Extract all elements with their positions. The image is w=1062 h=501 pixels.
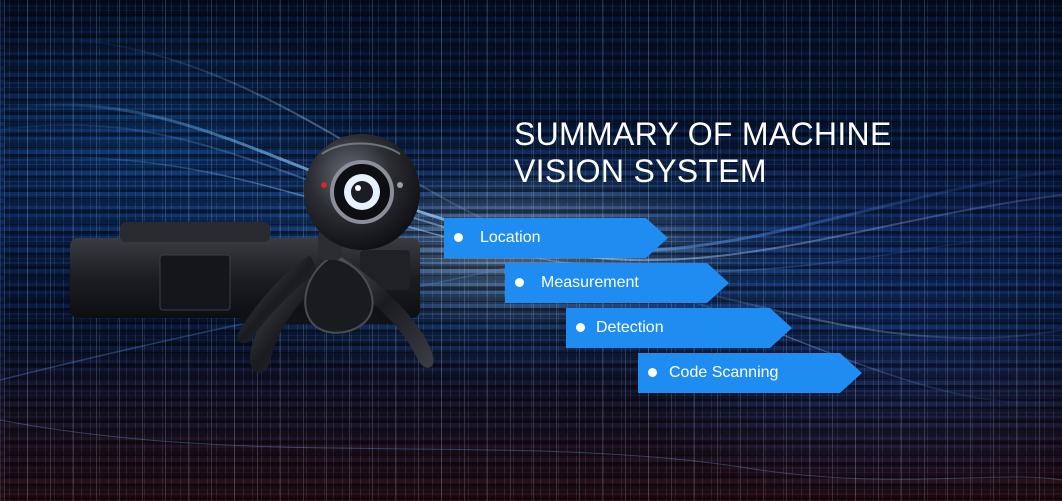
title-line-1: SUMMARY OF MACHINE <box>514 116 892 152</box>
feature-tag-code-scanning: Code Scanning <box>638 353 862 393</box>
feature-tag-measurement: Measurement <box>505 263 729 303</box>
bullet-dot-icon <box>454 233 463 242</box>
title-line-2: VISION SYSTEM <box>514 153 767 189</box>
page-title: SUMMARY OF MACHINE VISION SYSTEM <box>514 116 934 190</box>
feature-label: Detection <box>596 319 664 336</box>
bullet-dot-icon <box>576 323 585 332</box>
webcam-icon <box>70 134 434 373</box>
bullet-dot-icon <box>648 368 657 377</box>
feature-tag-location: Location <box>444 218 668 258</box>
bullet-dot-icon <box>515 278 524 287</box>
feature-label: Location <box>480 229 541 246</box>
feature-label: Measurement <box>541 274 639 291</box>
feature-tag-detection: Detection <box>566 308 792 348</box>
feature-label: Code Scanning <box>669 364 779 381</box>
